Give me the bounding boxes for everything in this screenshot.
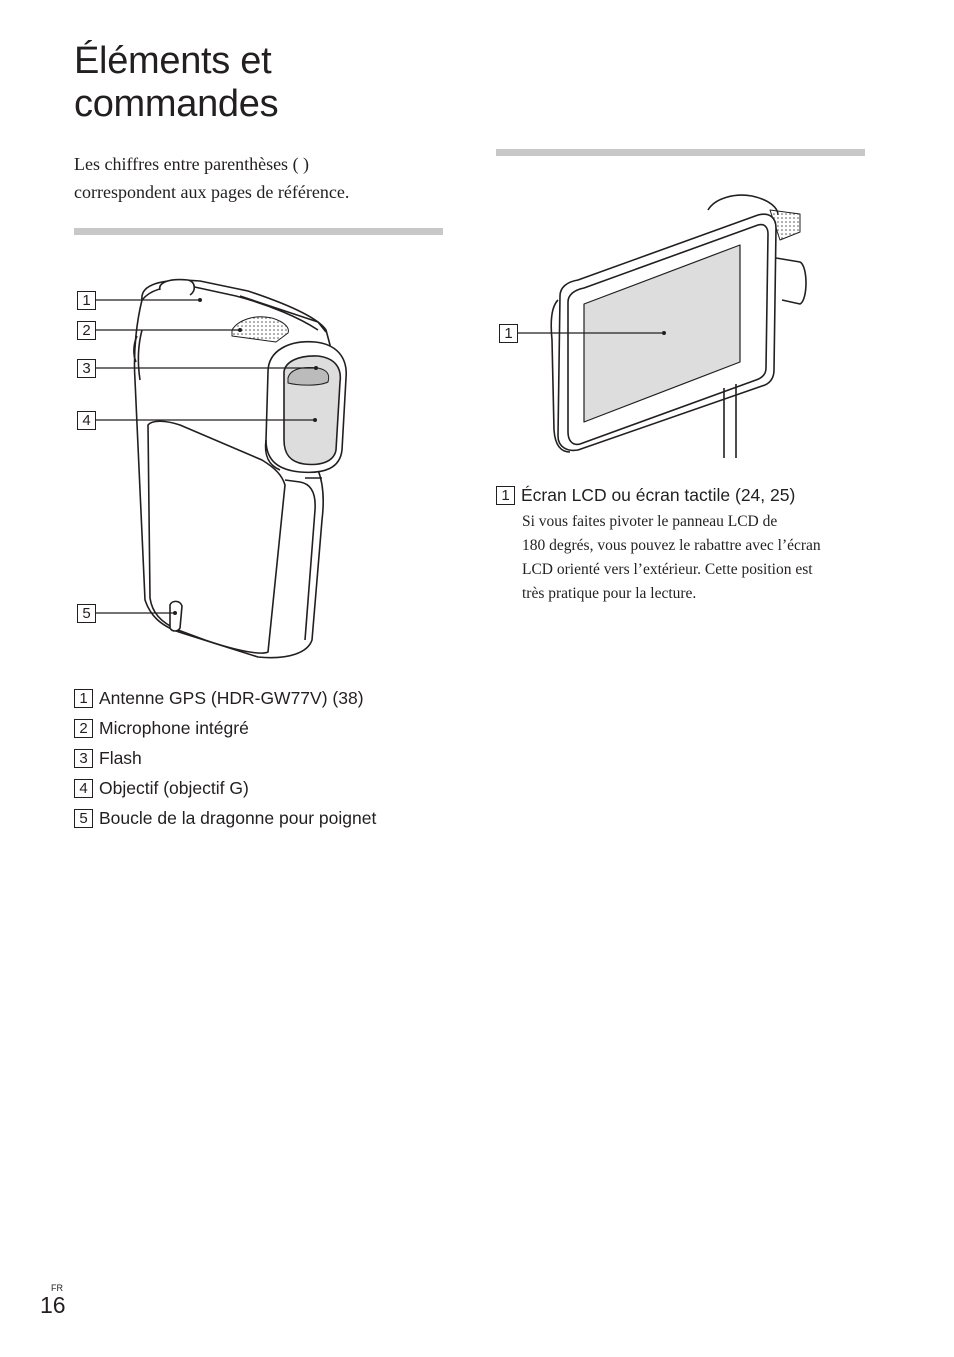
legend-item: 1 Antenne GPS (HDR-GW77V) (38) xyxy=(74,684,376,714)
legend-label: Antenne GPS (HDR-GW77V) (38) xyxy=(99,688,364,709)
callout-1-right: 1 xyxy=(499,324,518,343)
legend-num: 3 xyxy=(74,748,93,768)
legend-item: 3 Flash xyxy=(74,744,376,774)
intro-text: Les chiffres entre parenthèses ( ) corre… xyxy=(74,150,454,206)
right-leader-dot xyxy=(662,331,666,335)
intro-line-2: correspondent aux pages de référence. xyxy=(74,182,350,202)
title-line-1: Éléments et xyxy=(74,40,272,82)
desc-line-4: très pratique pour la lecture. xyxy=(522,585,697,602)
legend-label: Boucle de la dragonne pour poignet xyxy=(99,807,377,828)
legend-item: 2 Microphone intégré xyxy=(74,714,376,744)
right-legend-heading: 1 Écran LCD ou écran tactile (24, 25) xyxy=(496,484,876,506)
legend-num: 1 xyxy=(74,689,93,709)
legend-label: Écran LCD ou écran tactile (24, 25) xyxy=(521,484,796,505)
legend-item: 4 Objectif (objectif G) xyxy=(74,773,376,803)
desc-line-3: LCD orienté vers l’extérieur. Cette posi… xyxy=(522,561,813,578)
left-leader-dots xyxy=(173,298,318,615)
legend-label: Microphone intégré xyxy=(99,718,249,739)
desc-line-2: 180 degrés, vous pouvez le rabattre avec… xyxy=(522,537,821,554)
legend-num: 5 xyxy=(74,808,93,828)
left-legend: 1 Antenne GPS (HDR-GW77V) (38) 2 Microph… xyxy=(74,684,376,833)
lcd-panel-illustration xyxy=(550,194,807,458)
legend-label: Objectif (objectif G) xyxy=(99,777,249,798)
legend-num: 1 xyxy=(496,485,515,505)
callout-5-left: 5 xyxy=(77,604,96,623)
camcorder-front-illustration xyxy=(133,278,347,659)
legend-item: 5 Boucle de la dragonne pour poignet xyxy=(74,803,376,833)
page-number: 16 xyxy=(40,1292,66,1318)
callout-4-left: 4 xyxy=(77,411,96,430)
left-section-bar xyxy=(74,228,443,235)
left-leader-lines xyxy=(96,299,316,614)
right-section-bar xyxy=(496,149,865,156)
callout-1-left: 1 xyxy=(77,291,96,310)
language-code: FR xyxy=(51,1283,63,1293)
callout-2-left: 2 xyxy=(77,321,96,340)
callout-3-left: 3 xyxy=(77,359,96,378)
legend-num: 4 xyxy=(74,778,93,798)
legend-num: 2 xyxy=(74,719,93,739)
right-legend: 1 Écran LCD ou écran tactile (24, 25) Si… xyxy=(496,484,876,606)
legend-description: Si vous faites pivoter le panneau LCD de… xyxy=(522,510,872,606)
legend-label: Flash xyxy=(99,747,142,768)
page-folio: FR 16 xyxy=(40,1283,66,1317)
desc-line-1: Si vous faites pivoter le panneau LCD de xyxy=(522,513,778,530)
intro-line-1: Les chiffres entre parenthèses ( ) xyxy=(74,154,310,174)
page-title: Éléments et commandes xyxy=(74,40,279,126)
title-line-2: commandes xyxy=(74,83,279,125)
